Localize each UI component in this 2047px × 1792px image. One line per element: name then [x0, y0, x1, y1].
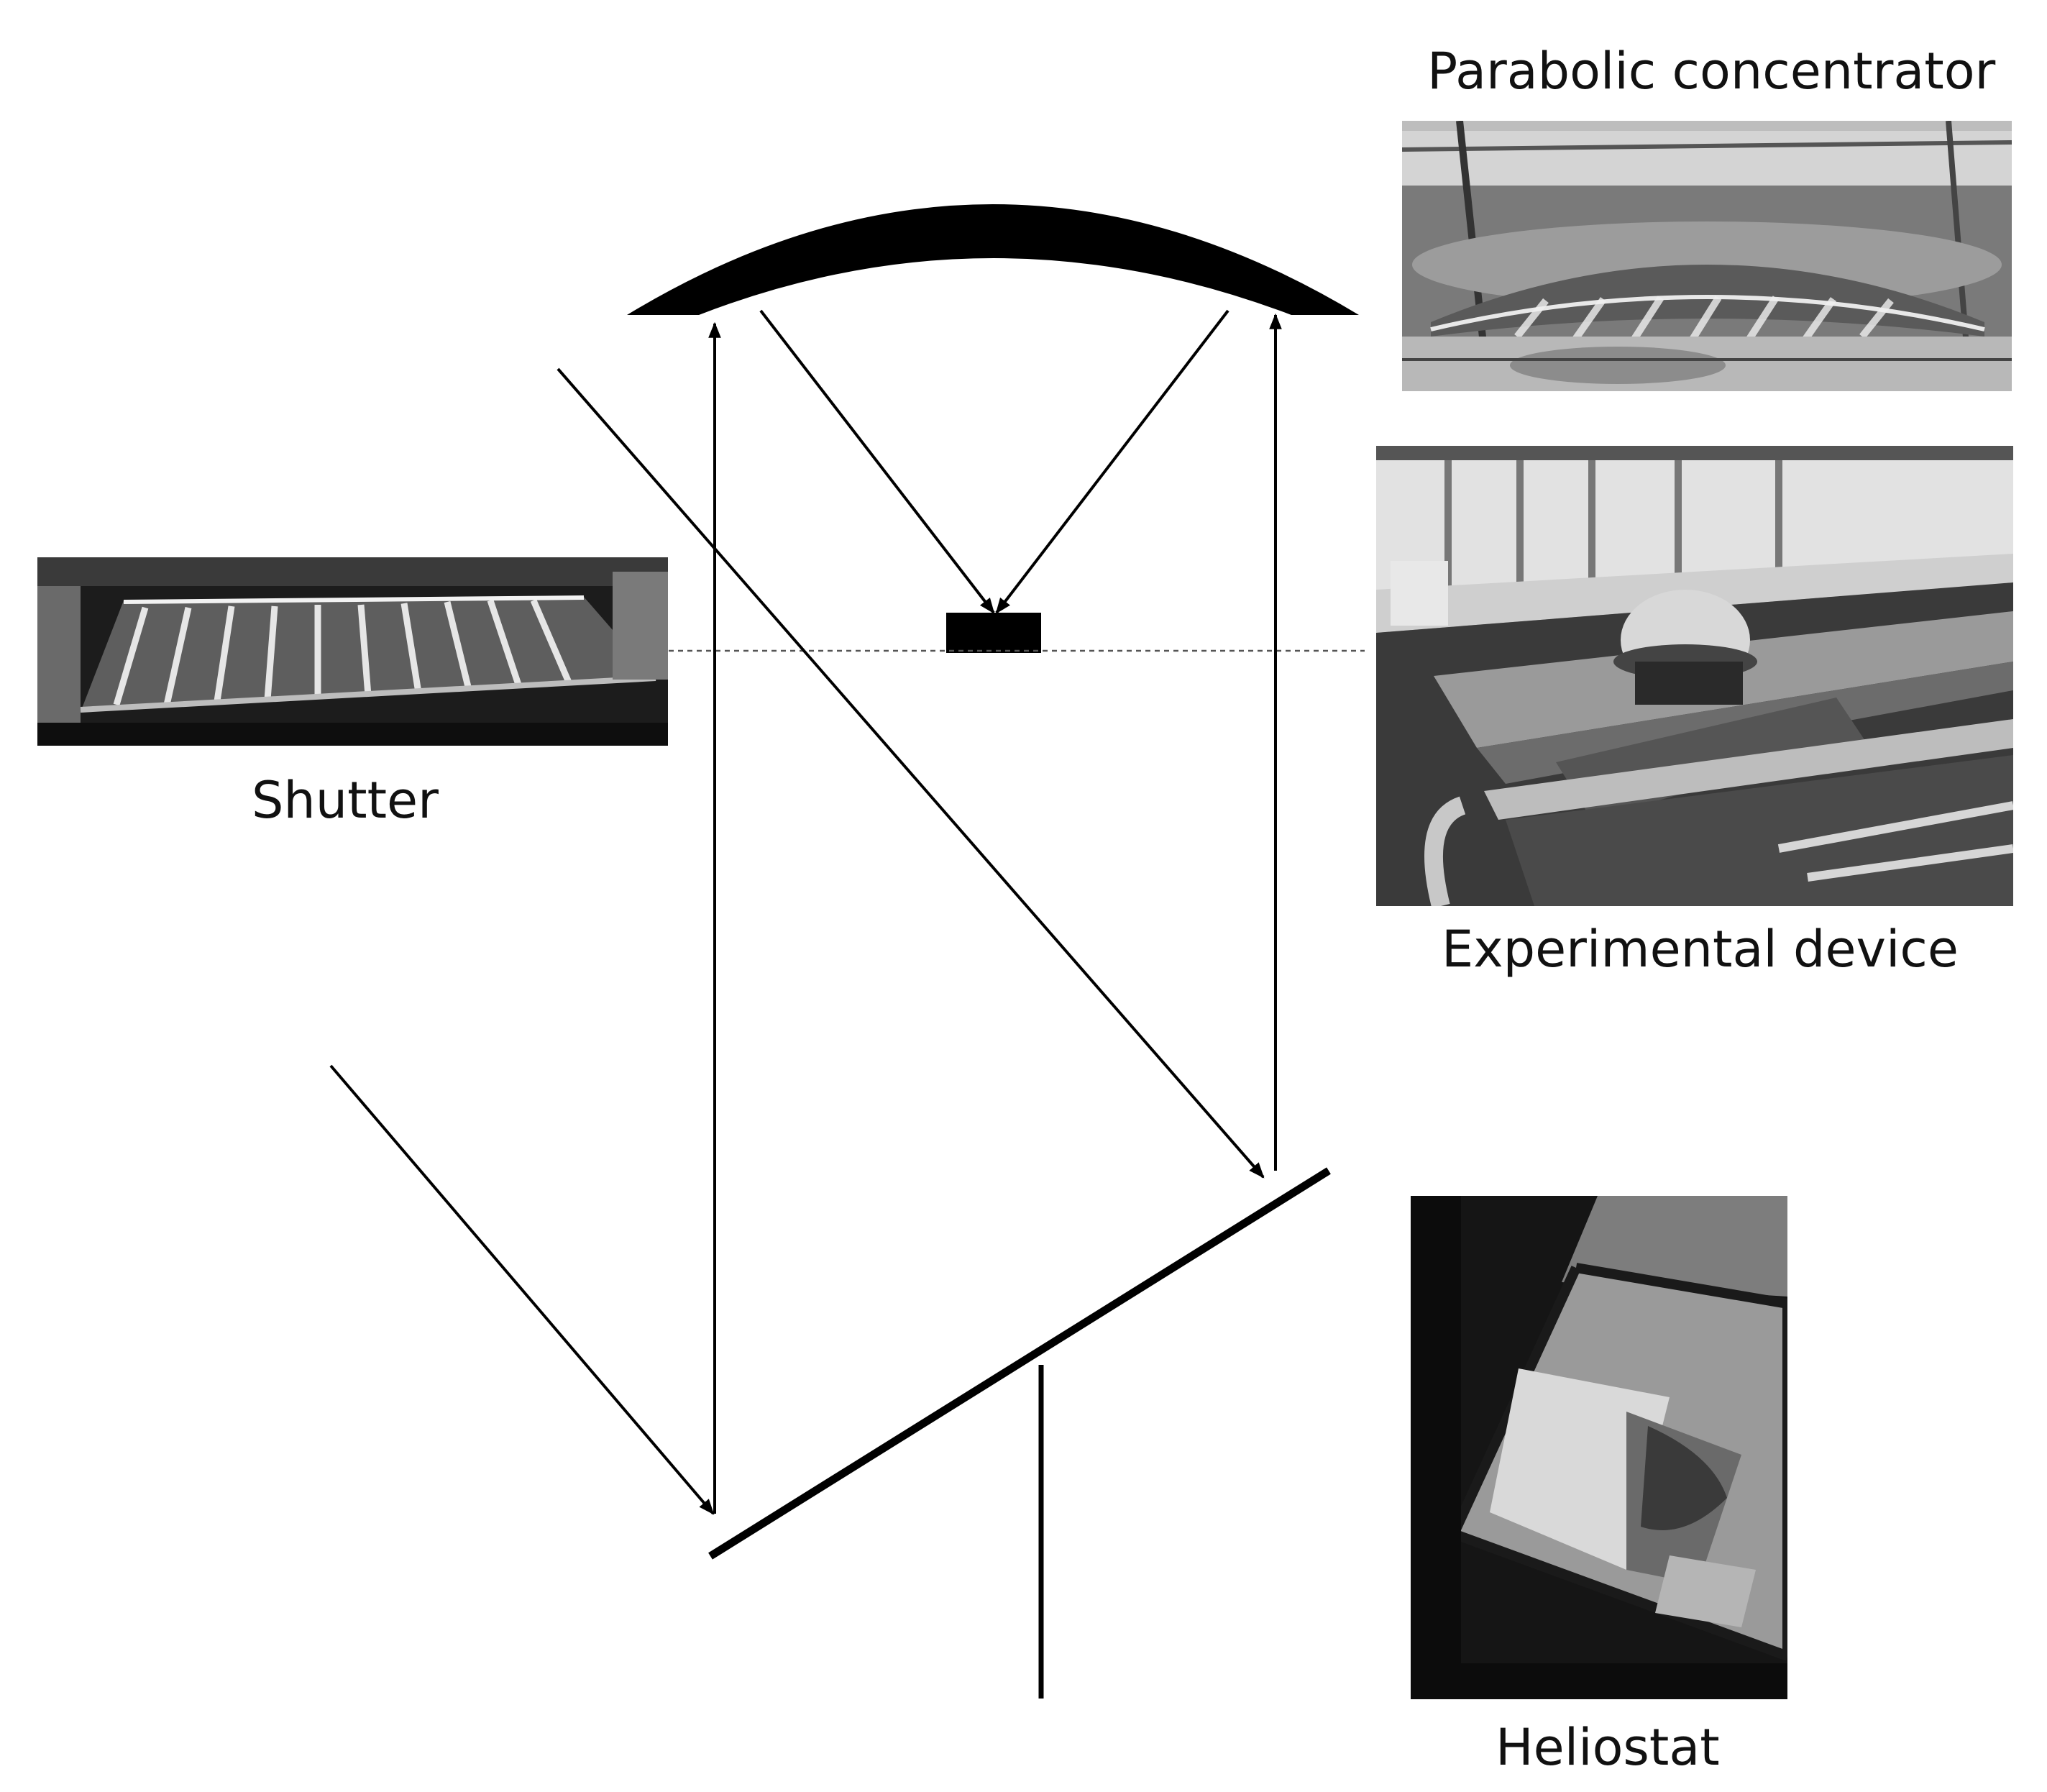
label-heliostat: Heliostat [1496, 1718, 1720, 1777]
receiver-target [946, 613, 1041, 653]
label-experimental-device: Experimental device [1442, 920, 1959, 979]
heliostat-mirror [708, 1167, 1331, 1560]
label-shutter: Shutter [252, 771, 439, 830]
label-parabolic-concentrator: Parabolic concentrator [1427, 42, 1996, 101]
parabolic-mirror [627, 204, 1359, 315]
concentrated-ray-right [995, 309, 1229, 614]
photo-shutter [37, 557, 668, 746]
photo-heliostat [1411, 1196, 1787, 1699]
incoming-ray-diagonal [557, 367, 1265, 1179]
photo-parabolic-concentrator [1402, 121, 2012, 391]
photo-experimental-device [1376, 446, 2013, 906]
concentrated-ray-left [759, 309, 995, 614]
incoming-ray-left [329, 1064, 715, 1515]
